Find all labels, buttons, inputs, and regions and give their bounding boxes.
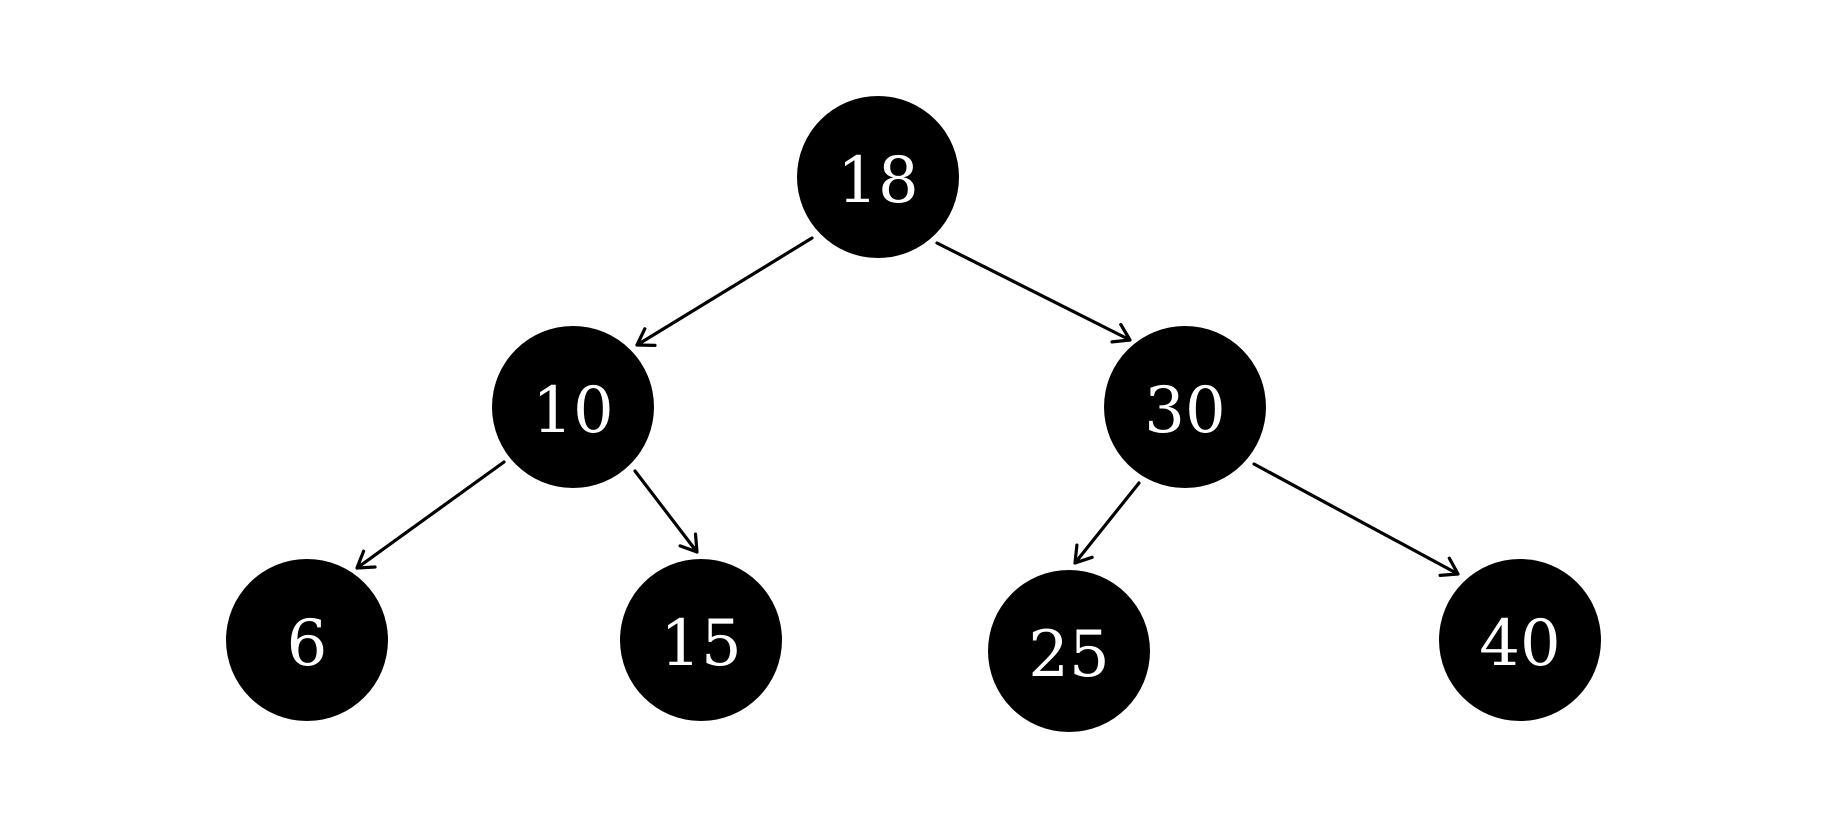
- node-label: 40: [1479, 607, 1560, 681]
- node-label: 10: [532, 374, 613, 448]
- node-label: 30: [1144, 374, 1225, 448]
- node-circle: [492, 326, 654, 488]
- node-circle: [620, 559, 782, 721]
- tree-node-25: 25: [988, 570, 1150, 732]
- node-label: 18: [837, 144, 918, 218]
- edge-arrow-10-to-6: [355, 460, 506, 570]
- node-label: 25: [1028, 618, 1109, 692]
- tree-node-30: 30: [1104, 326, 1266, 488]
- node-circle: [1104, 326, 1266, 488]
- edge-arrow-18-to-30: [935, 241, 1132, 344]
- node-circle: [1439, 559, 1601, 721]
- tree-node-10: 10: [492, 326, 654, 488]
- tree-node-18: 18: [797, 96, 959, 258]
- tree-node-15: 15: [620, 559, 782, 721]
- node-circle: [797, 96, 959, 258]
- nodes-layer: 18 10 30 6 15 25 40: [226, 96, 1601, 732]
- tree-node-6: 6: [226, 559, 388, 721]
- node-circle: [988, 570, 1150, 732]
- node-label: 15: [660, 607, 741, 681]
- node-label: 6: [287, 607, 328, 681]
- node-circle: [226, 559, 388, 721]
- edge-arrow-10-to-15: [633, 469, 699, 554]
- edge-arrow-18-to-10: [635, 236, 814, 347]
- edge-arrow-30-to-25: [1073, 481, 1141, 565]
- edge-arrow-30-to-40: [1252, 462, 1460, 577]
- edges-layer: [355, 236, 1460, 577]
- tree-node-40: 40: [1439, 559, 1601, 721]
